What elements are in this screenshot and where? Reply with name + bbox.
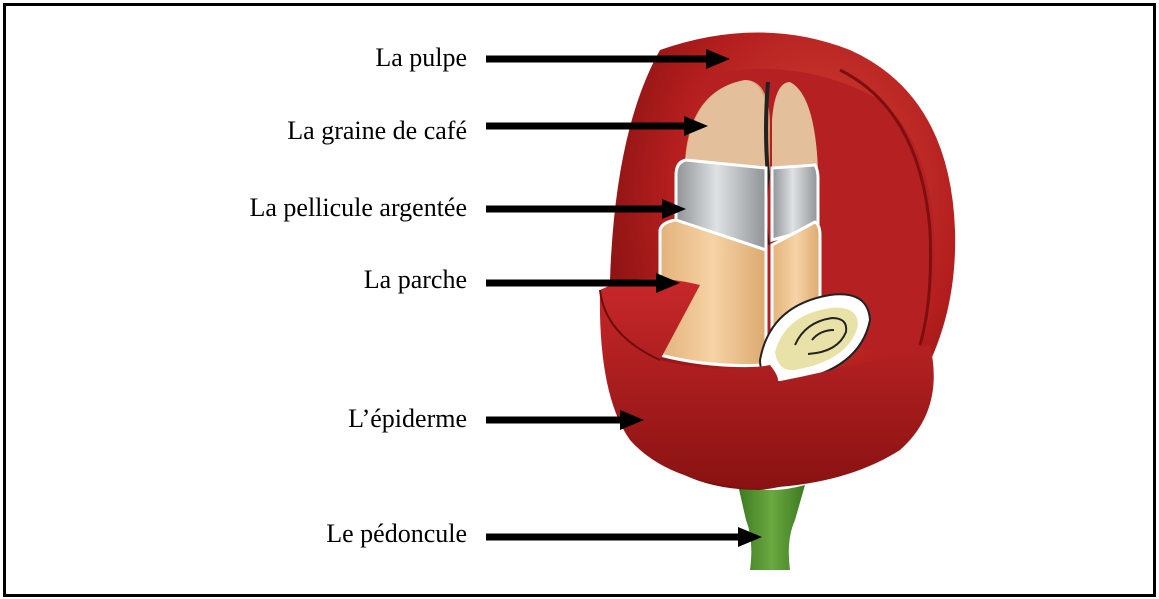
arrow-epidermis: [486, 410, 644, 430]
peduncle: [738, 485, 805, 570]
arrow-peduncle: [486, 527, 762, 547]
